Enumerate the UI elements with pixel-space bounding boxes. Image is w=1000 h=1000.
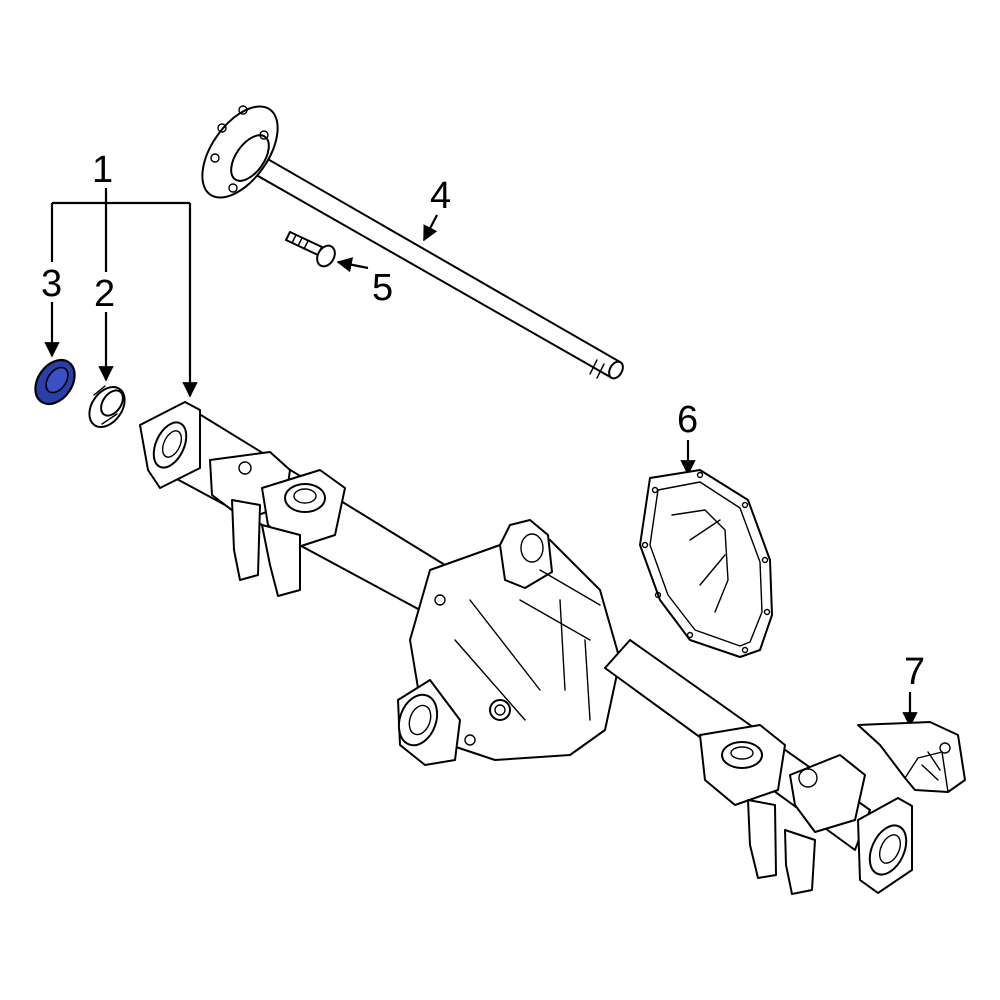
callout-number-2[interactable]: 2: [94, 273, 115, 315]
callout-number-6[interactable]: 6: [677, 399, 698, 441]
leader-line-5: [336, 257, 369, 273]
callout-number-4[interactable]: 4: [430, 175, 451, 217]
axle-seal-part-3[interactable]: [27, 353, 82, 412]
differential-cover-part-6[interactable]: [639, 469, 773, 658]
leader-line-4: [423, 214, 438, 242]
wheel-stud-part-5[interactable]: [285, 231, 338, 270]
axle-housing[interactable]: [139, 401, 913, 895]
callout-number-5[interactable]: 5: [372, 267, 393, 309]
leader-lines: [44, 188, 918, 728]
callout-number-3[interactable]: 3: [41, 263, 62, 305]
axle-shaft-part-4[interactable]: [187, 93, 625, 380]
axle-bearing-part-2[interactable]: [82, 380, 132, 433]
leader-line-1: [52, 188, 190, 205]
callout-number-1[interactable]: 1: [92, 149, 113, 191]
callout-number-7[interactable]: 7: [904, 651, 925, 693]
bracket-part-7[interactable]: [857, 721, 966, 793]
